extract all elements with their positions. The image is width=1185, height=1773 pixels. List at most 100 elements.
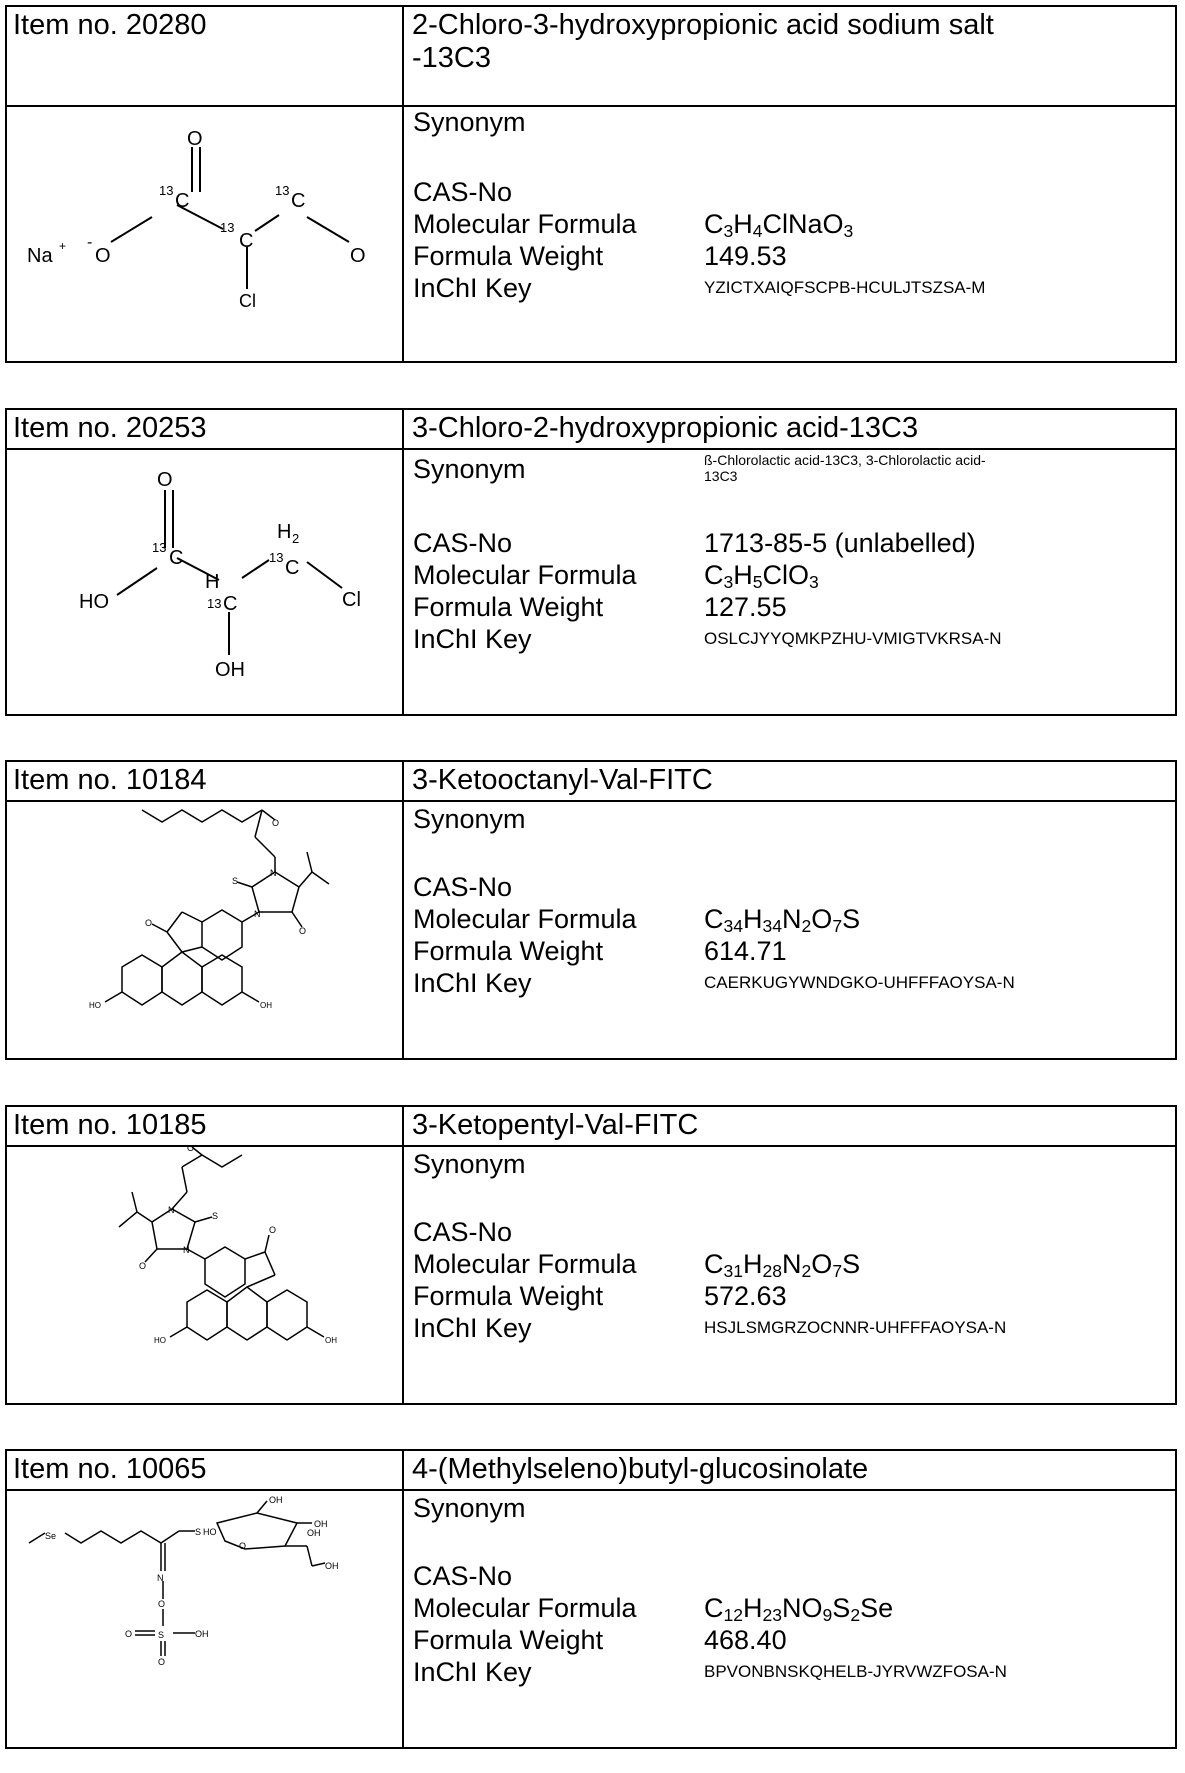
inchi-key: HSJLSMGRZOCNNR-UHFFFAOYSA-N bbox=[704, 1318, 1007, 1337]
atom-oh: OH bbox=[325, 1561, 339, 1571]
structure-drawing: Na + - O O 13 C 13 C 13 C O Cl bbox=[27, 128, 366, 311]
atom-oh: OH bbox=[195, 1629, 209, 1639]
product-name: 2-Chloro-3-hydroxypropionic acid sodium … bbox=[404, 7, 1175, 105]
atom-oh: OH bbox=[307, 1528, 321, 1538]
atom-n: N bbox=[168, 1205, 175, 1215]
atom-s: S bbox=[232, 876, 238, 886]
atom-c: C bbox=[291, 190, 305, 212]
atom-s: S bbox=[158, 1630, 164, 1640]
isotope-label: 13 bbox=[159, 183, 173, 198]
atom-c: C bbox=[169, 547, 183, 569]
entry-body: O 13 C HO H 13 C H 2 13 C Cl OH Synonym … bbox=[7, 450, 1175, 714]
h-count: 2 bbox=[292, 531, 299, 546]
atom-o: O bbox=[239, 1541, 246, 1551]
cas-label: CAS-No bbox=[413, 177, 513, 207]
atom-h: H bbox=[277, 521, 291, 543]
synonym-label: Synonym bbox=[413, 1149, 526, 1179]
weight-label: Formula Weight bbox=[413, 936, 604, 966]
product-entry: Item no. 10185 3-Ketopentyl-Val-FITC bbox=[5, 1105, 1177, 1405]
isotope-label: 13 bbox=[207, 596, 221, 611]
sodium-label: Na bbox=[27, 245, 53, 267]
atom-o: O bbox=[350, 245, 366, 267]
atom-o: O bbox=[145, 918, 152, 928]
atom-ho: HO bbox=[89, 1001, 101, 1010]
atom-o: O bbox=[272, 818, 279, 828]
formula-weight: 572.63 bbox=[704, 1281, 787, 1311]
structure-drawing: O S N N O O HO OH bbox=[89, 809, 330, 1010]
item-number: Item no. 10184 bbox=[7, 762, 404, 800]
weight-label: Formula Weight bbox=[413, 1281, 604, 1311]
formula-weight: 468.40 bbox=[704, 1625, 787, 1655]
atom-n: N bbox=[254, 909, 261, 919]
item-number: Item no. 10065 bbox=[7, 1451, 404, 1489]
atom-h: H bbox=[205, 571, 219, 593]
product-entry: Item no. 20280 2-Chloro-3-hydroxypropion… bbox=[5, 5, 1177, 363]
cas-label: CAS-No bbox=[413, 528, 513, 558]
chemical-structure: O S N N O O HO OH bbox=[7, 1147, 404, 1403]
atom-oh: OH bbox=[215, 659, 245, 681]
atom-n: N bbox=[157, 1573, 164, 1583]
inchi-label: InChI Key bbox=[413, 968, 532, 998]
product-entry: Item no. 20253 3-Chloro-2-hydroxypropion… bbox=[5, 408, 1177, 716]
entry-body: O S N N O O HO OH Synonym CAS-No Molecul… bbox=[7, 802, 1175, 1058]
entry-body: Na + - O O 13 C 13 C 13 C O Cl Synonym C… bbox=[7, 107, 1175, 361]
formula-label: Molecular Formula bbox=[413, 209, 637, 239]
inchi-key: OSLCJYYQMKPZHU-VMIGTVKRSA-N bbox=[704, 629, 1002, 648]
formula-weight: 149.53 bbox=[704, 241, 787, 271]
molecular-formula: C31H28N2O7S bbox=[704, 1249, 861, 1281]
weight-label: Formula Weight bbox=[413, 1625, 604, 1655]
synonym-label: Synonym bbox=[413, 1493, 526, 1523]
atom-c: C bbox=[223, 593, 237, 615]
atom-n: N bbox=[270, 868, 277, 878]
properties: Synonym CAS-No Molecular Formula C31H28N… bbox=[404, 1147, 1175, 1403]
entry-header: Item no. 10065 4-(Methylseleno)butyl-glu… bbox=[7, 1451, 1175, 1491]
isotope-label: 13 bbox=[220, 220, 234, 235]
product-name: 3-Ketopentyl-Val-FITC bbox=[412, 1109, 699, 1141]
chemical-structure: Se S HO O OH OH OH OH N O O S OH O bbox=[7, 1491, 404, 1747]
atom-o: O bbox=[187, 1147, 194, 1153]
properties: Synonym CAS-No Molecular Formula C3H4ClN… bbox=[404, 107, 1175, 361]
entry-body: O S N N O O HO OH Synonym CAS-No Molecul… bbox=[7, 1147, 1175, 1403]
product-name: 4-(Methylseleno)butyl-glucosinolate bbox=[412, 1453, 869, 1485]
inchi-key: BPVONBNSKQHELB-JYRVWZFOSA-N bbox=[704, 1662, 1007, 1681]
isotope-label: 13 bbox=[152, 540, 166, 555]
formula-weight: 127.55 bbox=[704, 592, 787, 622]
charge-plus: + bbox=[59, 239, 66, 253]
atom-o: O bbox=[187, 128, 203, 150]
inchi-key: YZICTXAIQFSCPB-HCULJTSZSA-M bbox=[704, 278, 986, 297]
structure-drawing: O S N N O O HO OH bbox=[118, 1147, 337, 1345]
chemical-structure: O 13 C HO H 13 C H 2 13 C Cl OH bbox=[7, 450, 404, 714]
atom-o: O bbox=[158, 1599, 165, 1609]
product-entry: Item no. 10184 3-Ketooctanyl-Val-FITC bbox=[5, 760, 1177, 1060]
molecular-formula: C12H23NO9S2Se bbox=[704, 1593, 894, 1625]
inchi-label: InChI Key bbox=[413, 624, 532, 654]
entry-header: Item no. 20280 2-Chloro-3-hydroxypropion… bbox=[7, 7, 1175, 107]
formula-label: Molecular Formula bbox=[413, 1593, 637, 1623]
atom-o: O bbox=[299, 926, 306, 936]
product-name: 3-Ketooctanyl-Val-FITC bbox=[412, 764, 713, 796]
atom-c: C bbox=[285, 557, 299, 579]
atom-ho: HO bbox=[79, 591, 109, 613]
chemical-structure: Na + - O O 13 C 13 C 13 C O Cl bbox=[7, 107, 404, 361]
entry-header: Item no. 10184 3-Ketooctanyl-Val-FITC bbox=[7, 762, 1175, 802]
inchi-key: CAERKUGYWNDGKO-UHFFFAOYSA-N bbox=[704, 973, 1015, 992]
atom-o: O bbox=[125, 1629, 132, 1639]
isotope-label: 13 bbox=[269, 550, 283, 565]
atom-o: O bbox=[95, 245, 111, 267]
atom-ho: HO bbox=[203, 1527, 217, 1537]
properties: Synonym CAS-No Molecular Formula C12H23N… bbox=[404, 1491, 1175, 1747]
synonym-label: Synonym bbox=[413, 804, 526, 834]
cas-label: CAS-No bbox=[413, 872, 513, 902]
item-number: Item no. 20253 bbox=[7, 410, 404, 448]
product-name-line2: -13C3 bbox=[412, 42, 491, 74]
entry-header: Item no. 10185 3-Ketopentyl-Val-FITC bbox=[7, 1107, 1175, 1147]
formula-label: Molecular Formula bbox=[413, 904, 637, 934]
formula-label: Molecular Formula bbox=[413, 1249, 637, 1279]
molecular-formula: C3H4ClNaO3 bbox=[704, 209, 854, 241]
atom-n: N bbox=[183, 1245, 190, 1255]
atom-o: O bbox=[158, 1657, 165, 1667]
weight-label: Formula Weight bbox=[413, 592, 604, 622]
cas-label: CAS-No bbox=[413, 1561, 513, 1591]
atom-cl: Cl bbox=[342, 589, 361, 611]
atom-s: S bbox=[195, 1527, 201, 1537]
